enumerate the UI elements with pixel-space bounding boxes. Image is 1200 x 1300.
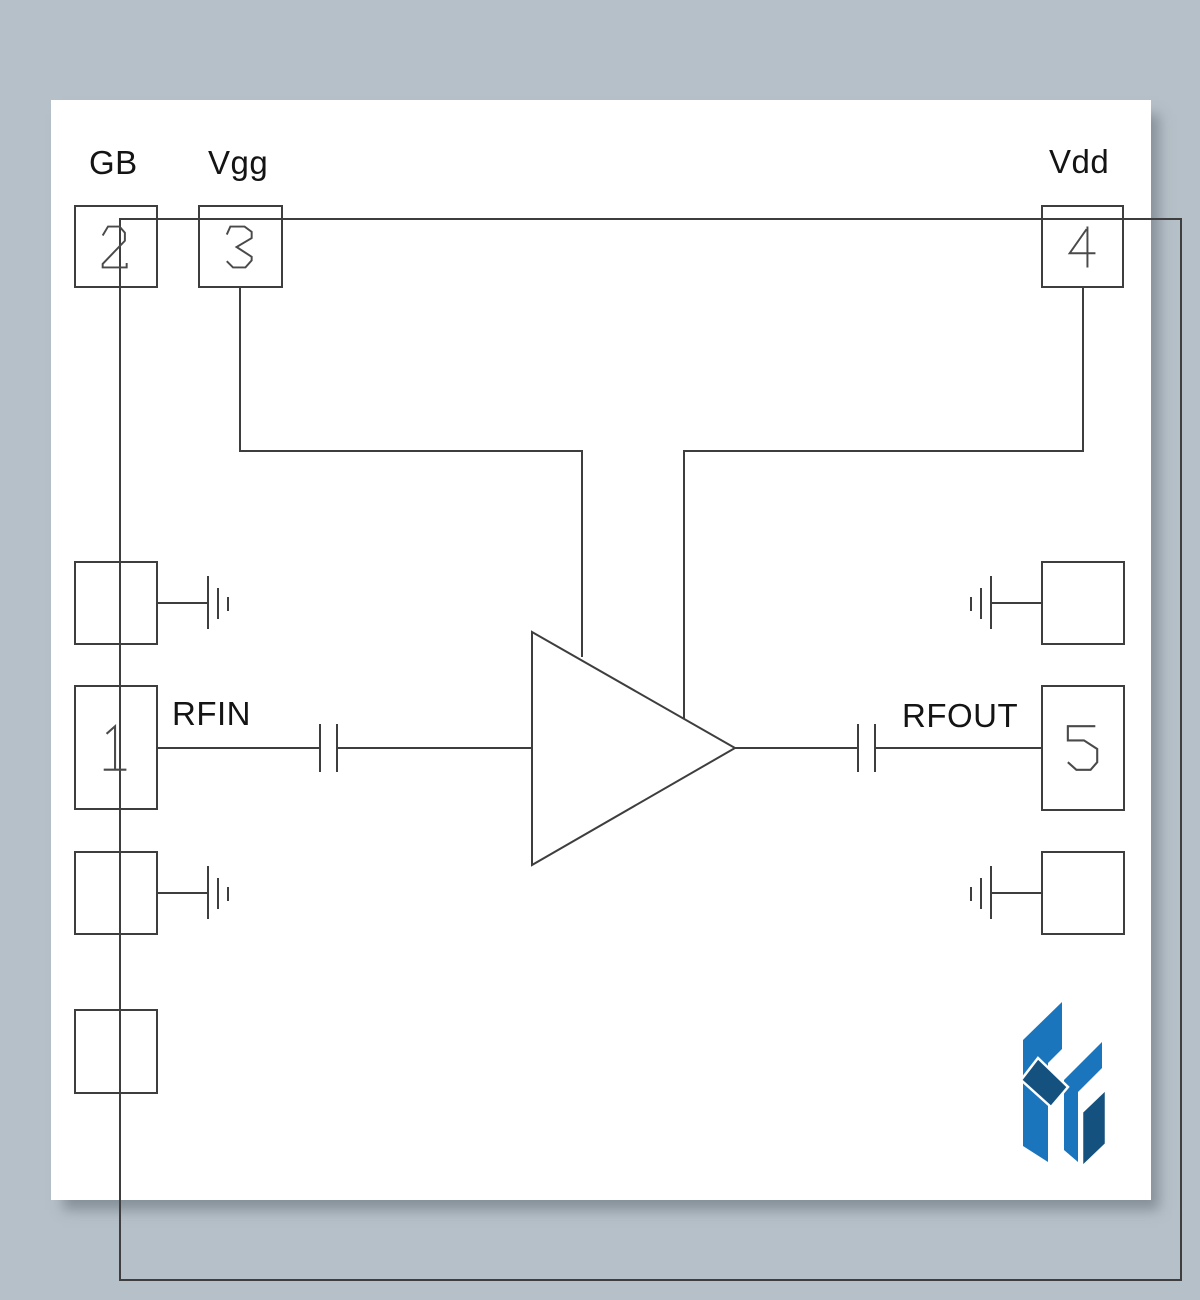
pin-box-3 bbox=[198, 205, 283, 288]
pin-number-3 bbox=[225, 225, 253, 268]
diagram-border bbox=[119, 218, 1182, 1281]
pin-label-vdd: Vdd bbox=[1049, 143, 1110, 180]
signal-label-rfout: RFOUT bbox=[902, 697, 1019, 734]
pad-box-top-left bbox=[74, 561, 158, 645]
pin-box-2 bbox=[74, 205, 158, 288]
signal-label-rfin: RFIN bbox=[172, 695, 251, 732]
pin-number-4 bbox=[1067, 226, 1095, 267]
pad-box-bottom-left bbox=[74, 851, 158, 935]
pad-box-bottom-right bbox=[1041, 851, 1125, 935]
pin-label-vgg: Vgg bbox=[208, 144, 269, 181]
pin-label-gb: GB bbox=[89, 144, 138, 181]
pin-number-2 bbox=[101, 225, 128, 268]
pad-box-top-right bbox=[1041, 561, 1125, 645]
pin-box-5 bbox=[1041, 685, 1125, 811]
pad-box-corner-left bbox=[74, 1009, 158, 1094]
pin-number-5 bbox=[1066, 725, 1099, 771]
pin-box-1 bbox=[74, 685, 158, 810]
pin-number-1 bbox=[103, 723, 127, 771]
pin-box-4 bbox=[1041, 205, 1124, 288]
